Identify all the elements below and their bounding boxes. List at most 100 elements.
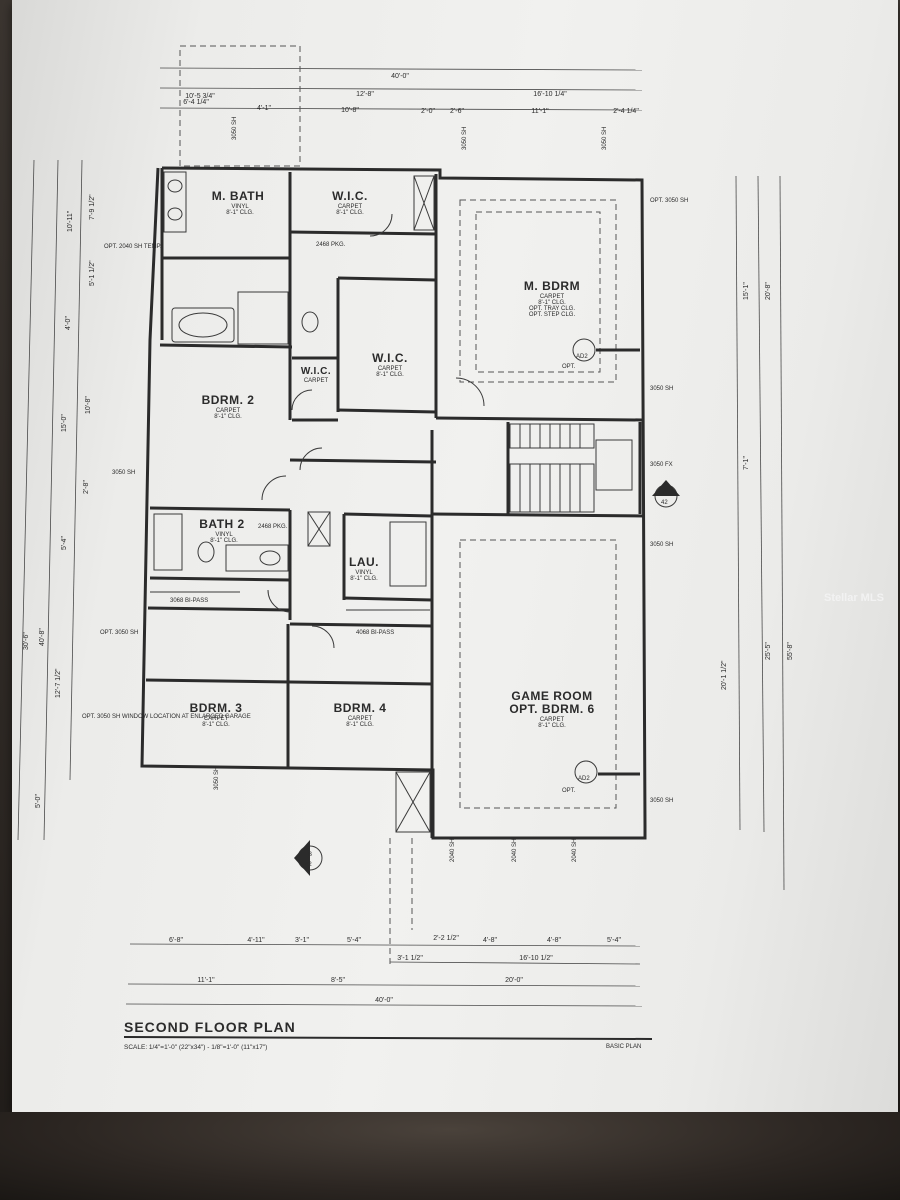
washer-dryer — [389, 521, 427, 587]
dim-bot-k: 11'-1" — [197, 977, 215, 984]
dim-line-top-2 — [159, 87, 643, 91]
callout-ad2-2: AD2 — [578, 776, 590, 782]
dim-left-k: 12'-7 1/2" — [55, 668, 62, 698]
door-swing-icon — [261, 475, 287, 501]
room-sub: 8'-1" CLG. — [346, 722, 374, 728]
window-label: 3050 SH — [112, 470, 135, 476]
dim-left-i: 30'-6" — [23, 632, 30, 650]
wall-wic1-bottom — [289, 230, 437, 236]
dim-top-mid: 12'-8" — [356, 91, 374, 98]
section-a-sheet: 42 — [661, 500, 668, 506]
bath2-vanity — [225, 544, 289, 572]
section-a-letter: A — [663, 490, 667, 496]
wall-hall-top — [289, 458, 437, 464]
window-label: 2040 SH — [450, 839, 456, 862]
dim-left-d: 4'-0" — [65, 316, 72, 330]
door-swing-icon — [267, 589, 291, 613]
mbdrm-step-ceiling — [475, 211, 601, 373]
watermark: Stellar MLS — [824, 592, 884, 604]
dim-left-e: 15'-0" — [61, 414, 68, 432]
dim-left-c: 5'-1 1/2" — [89, 260, 96, 286]
room-sub: VINYL — [231, 204, 249, 210]
ad2-callout-circle — [572, 338, 596, 362]
dim-top-g: 2'-4 1/4" — [613, 108, 639, 115]
room-sub: OPT. STEP CLG. — [529, 312, 576, 318]
dim-left-f: 10'-8" — [85, 396, 92, 414]
room-sub: 8'-1" CLG. — [336, 210, 364, 216]
upper-bump-outline — [179, 45, 301, 167]
room-sub: CARPET — [204, 716, 229, 722]
dim-top-f: 11'-1" — [531, 108, 549, 115]
window-label: OPT. 2040 SH TEMP. — [104, 244, 162, 250]
dim-bot-b: 4'-11" — [247, 937, 265, 944]
room-name-mbdrm: M. BDRM — [524, 279, 580, 293]
dim-bot-c: 3'-1" — [295, 937, 309, 944]
note-pkg: 2468 PKG. — [316, 242, 346, 248]
door-swing-icon — [369, 213, 393, 237]
dim-top-right: 16'-10 1/4" — [533, 91, 567, 98]
dim-top-a: 6'-4 1/4" — [183, 99, 209, 106]
window-label: OPT. 3050 SH — [650, 198, 688, 204]
door-swing-icon — [299, 447, 323, 471]
sink-icon — [167, 179, 183, 193]
closet-x2 — [395, 771, 431, 833]
room-sub: 8'-1" CLG. — [350, 576, 378, 582]
dim-left-l: 5'-0" — [35, 794, 42, 808]
paper-sheet — [12, 0, 898, 1112]
stair-upper-run — [509, 423, 595, 449]
section-b-letter: B — [308, 852, 312, 858]
right-dimensions: 20'-8" 15'-1" 7'-1" 20'-1 1/2" 25'-5" 55… — [721, 175, 794, 891]
staircase — [509, 423, 633, 513]
room-sub: 8'-1" CLG. — [226, 210, 254, 216]
dim-top-b: 4'-1" — [257, 105, 271, 112]
dim-line-bottom-1 — [129, 943, 641, 947]
dim-top-c: 10'-8" — [341, 107, 359, 114]
wall-gameroom-top — [431, 512, 646, 518]
dim-right-b: 15'-1" — [743, 282, 750, 300]
exterior-walls — [140, 166, 647, 840]
room-sub: 8'-1" CLG. — [538, 723, 566, 729]
interior-walls — [145, 172, 646, 838]
room-sub: CARPET — [216, 408, 241, 414]
dim-bot-g: 4'-8" — [547, 937, 561, 944]
room-name-mbath: M. BATH — [212, 189, 265, 203]
section-b-sheet: 42 — [305, 862, 312, 868]
dim-left-j: 40'-8" — [39, 628, 46, 646]
door-swing-icon — [311, 625, 335, 649]
room-sub: VINYL — [355, 570, 373, 576]
bath2-toilet-icon — [197, 541, 215, 563]
wall-bath2-bottom — [149, 576, 291, 582]
table-surface — [0, 1112, 900, 1200]
dim-line-right-1 — [735, 175, 741, 831]
notes: 3068 BI-PASS 4068 BI-PASS 2468 PKG. 2468… — [170, 242, 668, 868]
wall-lau-bottom — [343, 596, 433, 602]
window-label: 3050 SH — [214, 767, 220, 790]
note-bipass-2: 4068 BI-PASS — [356, 630, 394, 636]
room-sub: OPT. TRAY CLG. — [529, 306, 575, 312]
window-label: 3050 SH — [602, 127, 608, 150]
plan-title: SECOND FLOOR PLAN — [124, 1019, 296, 1035]
window-label: 3050 SH — [650, 386, 673, 392]
dim-bot-d: 5'-4" — [347, 937, 361, 944]
dim-right-e: 25'-5" — [765, 642, 772, 660]
room-sub: 8'-1" CLG. — [202, 722, 230, 728]
dim-left-b: 7'-9 1/2" — [89, 194, 96, 220]
wall-bipass-top — [289, 622, 433, 628]
dim-right-d: 20'-1 1/2" — [721, 660, 728, 690]
dim-bot-f: 4'-8" — [483, 937, 497, 944]
room-sub: VINYL — [215, 532, 233, 538]
tub-basin — [178, 312, 228, 338]
note-opt: OPT. — [562, 364, 576, 370]
dim-line-bottom-2 — [389, 961, 641, 965]
dim-bot-i: 3'-1 1/2" — [397, 955, 423, 962]
window-label: 3050 SH — [650, 798, 673, 804]
note-bipass: 3068 BI-PASS — [170, 598, 208, 604]
room-name-bdrm4: BDRM. 4 — [334, 701, 387, 715]
dim-line-bottom-4 — [125, 1003, 643, 1007]
dim-bot-e: 2'-2 1/2" — [433, 935, 459, 942]
wall-lau-top — [343, 512, 433, 518]
room-name-wic2: W.I.C. — [372, 351, 408, 365]
dim-line-left-2 — [43, 159, 59, 841]
